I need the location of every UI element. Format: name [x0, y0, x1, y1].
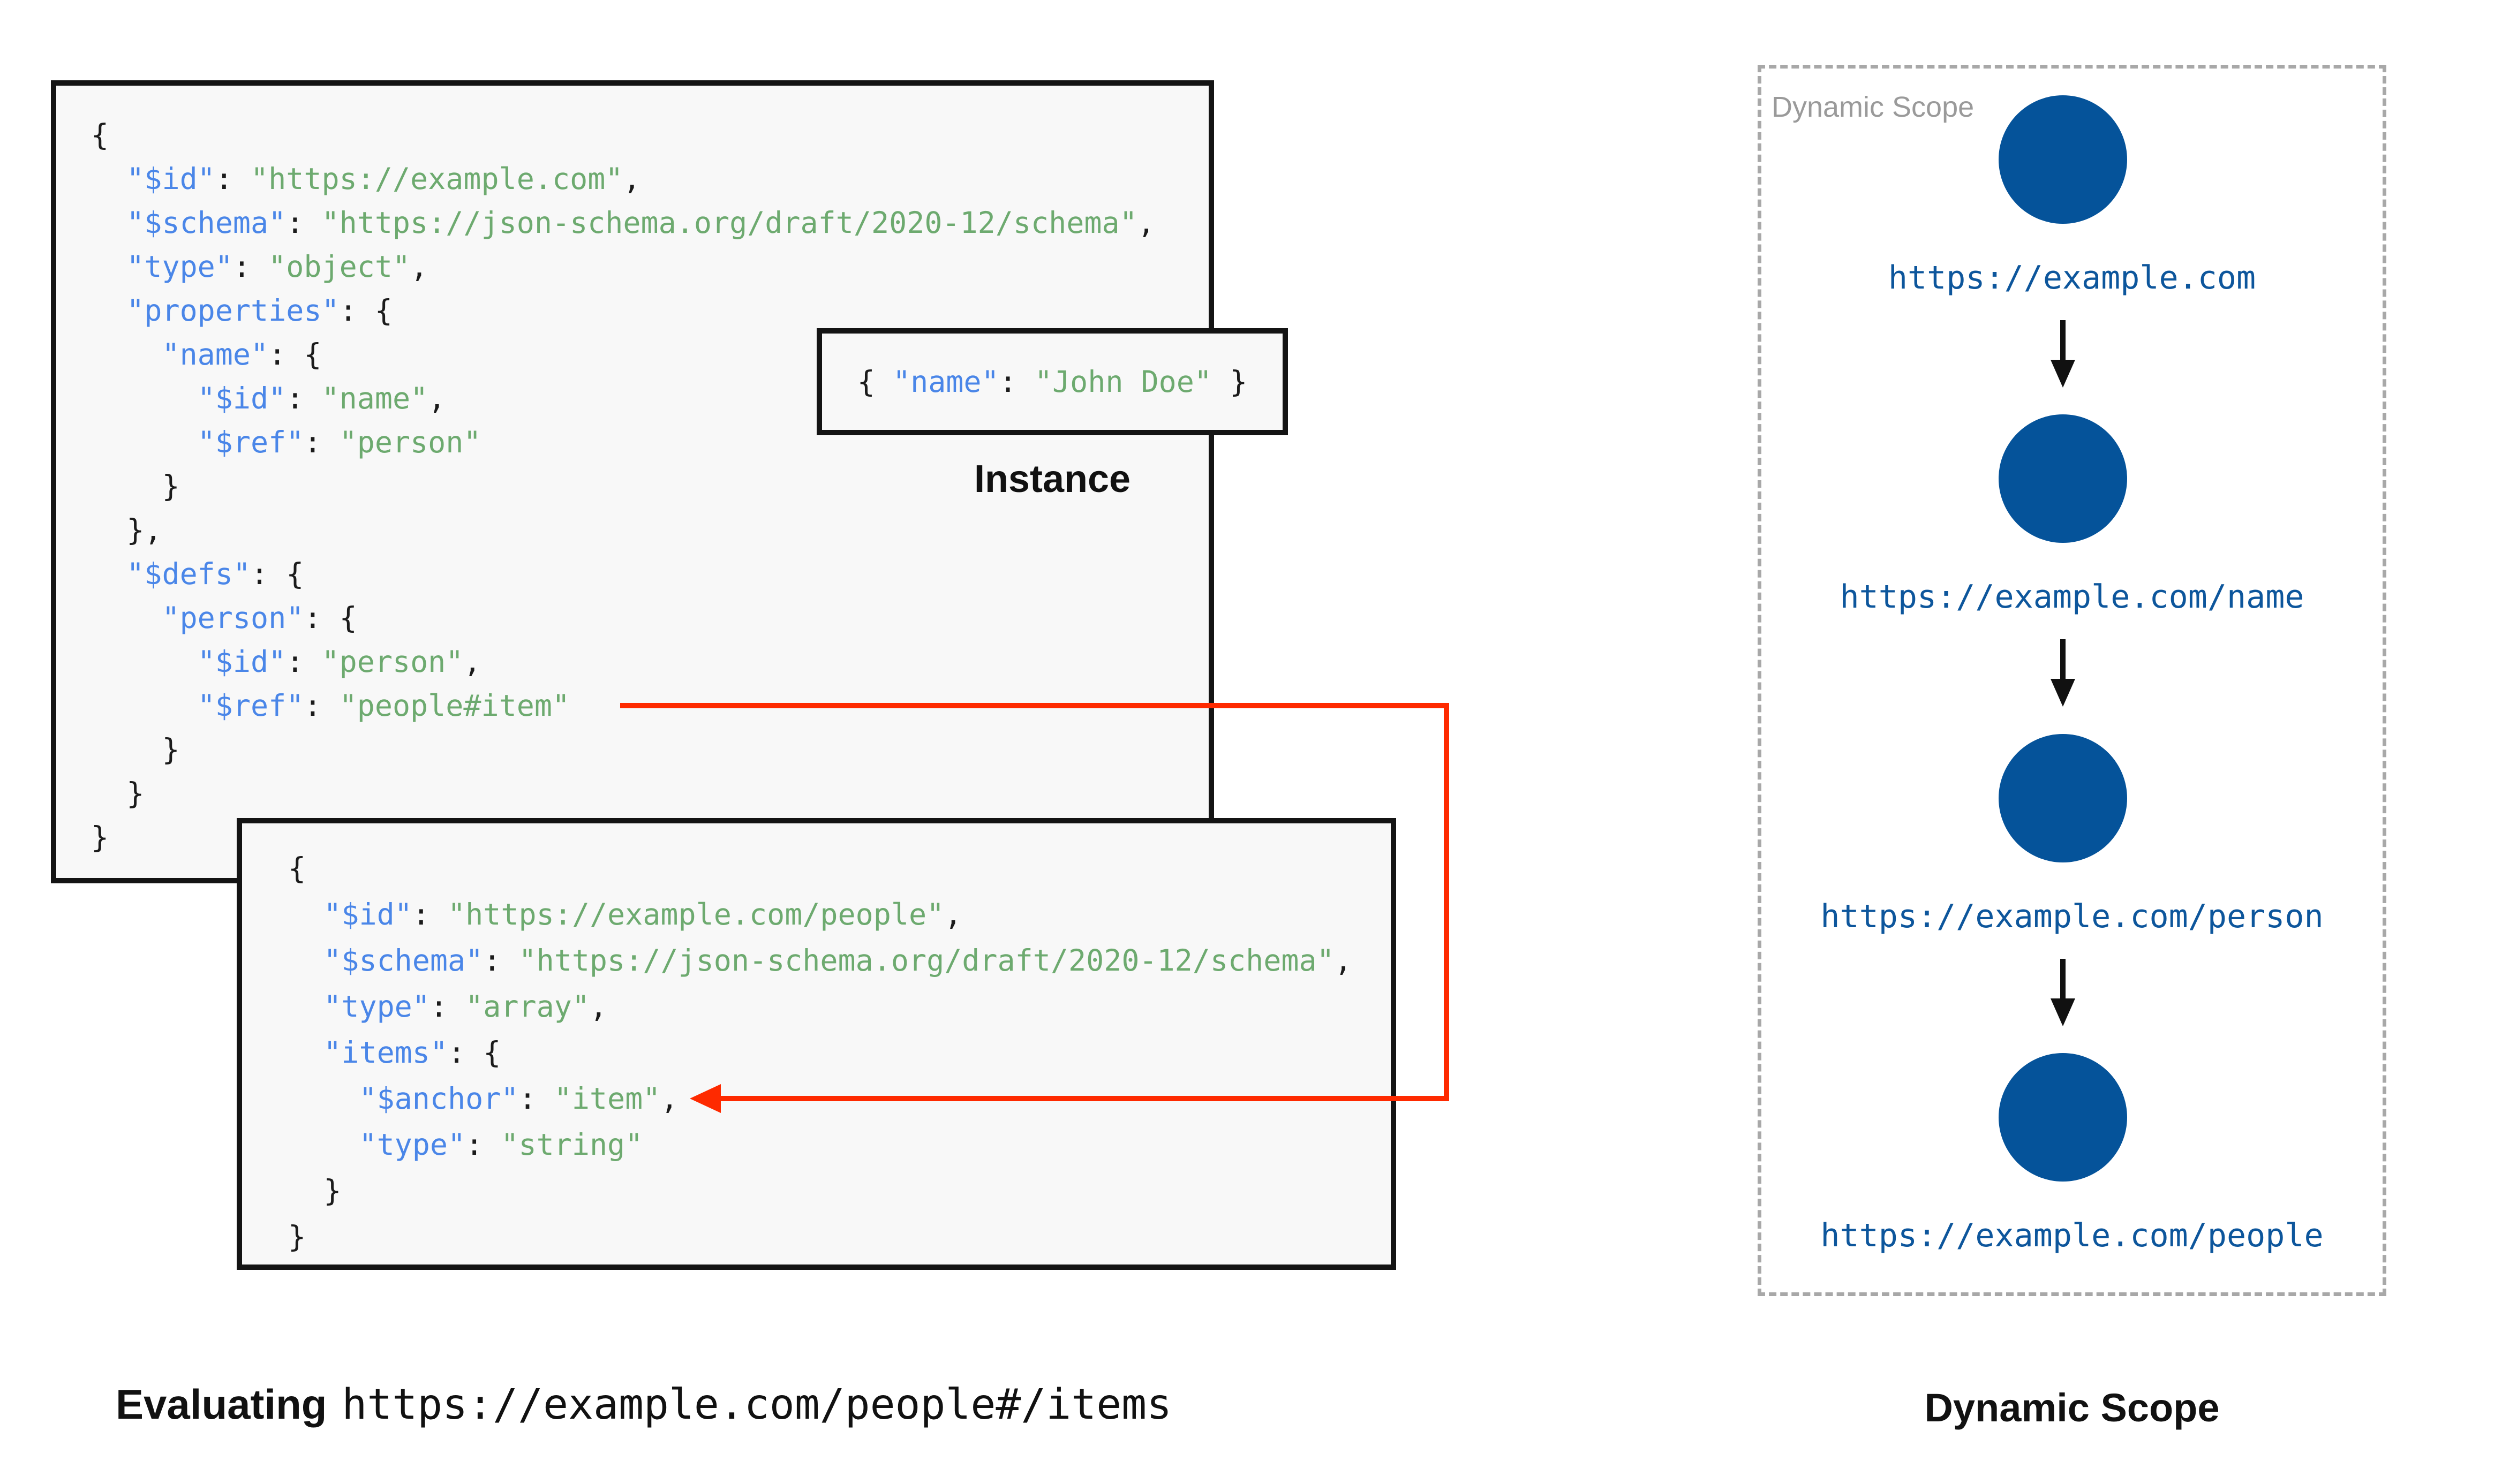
code-line: "properties": { [126, 293, 393, 328]
schema-people-box [237, 818, 1396, 1270]
ref-connector-arrowhead-icon [690, 1084, 721, 1113]
scope-node-circle [1999, 414, 2127, 543]
code-line: { "name": "John Doe" } [857, 365, 1248, 399]
scope-node-circle [1999, 95, 2127, 224]
instance-label: Instance [974, 458, 1131, 501]
code-line: "$schema": "https://json-schema.org/draf… [126, 206, 1155, 240]
code-line: "$id": "name", [197, 381, 446, 415]
code-line: "type": "array", [323, 989, 608, 1024]
scope-node-uri: https://example.com/name [1840, 578, 2304, 616]
schema-root-code: { "$id": "https://example.com", "$schema… [91, 113, 1155, 859]
code-line: "type": "object", [126, 249, 428, 284]
scope-down-arrow-icon [2060, 639, 2066, 681]
scope-node-uri: https://example.com/people [1820, 1217, 2324, 1254]
code-line: "person": { [162, 601, 357, 635]
scope-down-arrow-icon [2060, 959, 2066, 1001]
code-line: { [288, 851, 306, 885]
scope-down-arrow-icon [2060, 320, 2066, 362]
code-line: } [288, 1220, 306, 1254]
code-line: "$id": "person", [197, 645, 481, 679]
dynamic-scope-watermark: Dynamic Scope [1772, 91, 1975, 123]
schema-root-box [51, 80, 1214, 883]
code-line: }, [91, 513, 162, 547]
evaluating-caption-prefix: Evaluating [116, 1381, 327, 1428]
code-line: "$ref": "people#item" [197, 688, 570, 723]
code-line: } [91, 820, 109, 854]
evaluating-caption: Evaluating https://example.com/people#/i… [116, 1380, 1172, 1439]
code-line: "name": { [162, 337, 322, 372]
code-line: "$schema": "https://json-schema.org/draf… [323, 943, 1352, 978]
code-line: { [91, 118, 109, 152]
scope-node-uri: https://example.com/person [1820, 898, 2324, 935]
scope-node-circle [1999, 1053, 2127, 1182]
evaluating-caption-uri: https://example.com/people#/items [342, 1381, 1172, 1429]
code-line: "items": { [323, 1035, 501, 1070]
dynamic-scope-title: Dynamic Scope [1924, 1385, 2220, 1430]
scope-node-circle [1999, 734, 2127, 862]
code-line: } [91, 776, 145, 811]
scope-down-arrowhead-icon [2051, 998, 2075, 1026]
code-line: } [91, 732, 180, 767]
scope-down-arrowhead-icon [2051, 360, 2075, 388]
scope-down-arrowhead-icon [2051, 679, 2075, 707]
ref-connector-vertical-segment [1444, 703, 1449, 1101]
code-line: "type": "string" [359, 1127, 643, 1162]
schema-people-code: { "$id": "https://example.com/people", "… [288, 845, 1352, 1260]
scope-node-uri: https://example.com [1888, 259, 2256, 297]
ref-connector-bottom-segment [712, 1096, 1449, 1101]
code-line: "$anchor": "item", [359, 1081, 679, 1116]
code-line: "$defs": { [126, 557, 304, 591]
code-line: "$ref": "person" [197, 425, 481, 459]
instance-json: { "name": "John Doe" } [857, 365, 1248, 399]
code-line: } [288, 1173, 342, 1208]
code-line: } [91, 469, 180, 503]
code-line: "$id": "https://example.com/people", [323, 897, 962, 932]
ref-connector-top-segment [620, 703, 1449, 708]
code-line: "$id": "https://example.com", [126, 162, 641, 196]
instance-box: { "name": "John Doe" } [817, 328, 1288, 435]
